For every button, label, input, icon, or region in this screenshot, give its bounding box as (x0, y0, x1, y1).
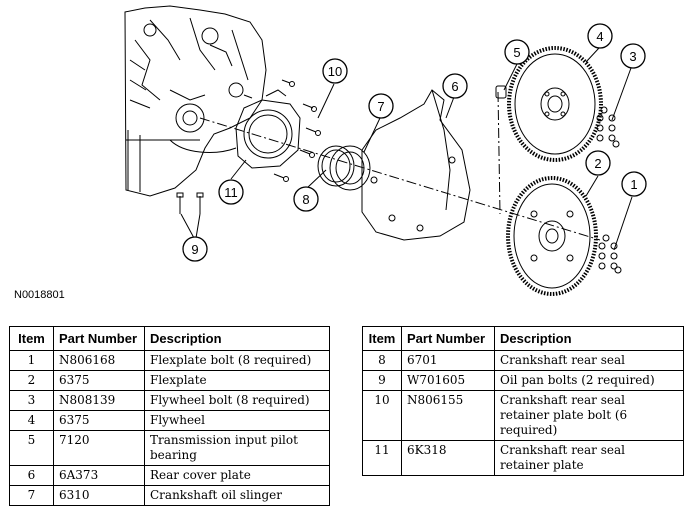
table-row: 3 N808139 Flywheel bolt (8 required) (9, 390, 330, 411)
cell-item: 7 (9, 485, 54, 506)
cell-part-number: 6375 (53, 410, 145, 431)
crankshaft-rear-seal (317, 145, 355, 187)
cell-part-number: N806155 (401, 390, 495, 441)
cell-item: 5 (9, 430, 54, 466)
cell-part-number: 6375 (53, 370, 145, 391)
cell-item: 4 (9, 410, 54, 431)
column-header-part-number: Part Number (53, 326, 145, 351)
cell-description: Oil pan bolts (2 required) (494, 370, 684, 391)
pilot-guide-line (497, 91, 501, 215)
svg-text:6: 6 (451, 79, 458, 94)
parts-table-right: Item Part Number Description 8 6701 Cran… (362, 326, 684, 476)
column-header-description: Description (144, 326, 330, 351)
flywheel (507, 46, 603, 162)
callout-2: 2 (585, 150, 611, 176)
cell-part-number: N806168 (53, 350, 145, 371)
cell-item: 3 (9, 390, 54, 411)
callout-6: 6 (442, 73, 468, 99)
cell-description: Flywheel (144, 410, 330, 431)
table-row: 4 6375 Flywheel (9, 410, 330, 431)
exploded-view-illustration: 1 2 3 4 5 6 7 8 9 10 11 (124, 5, 647, 296)
column-header-item: Item (362, 326, 402, 351)
cell-item: 6 (9, 465, 54, 486)
rear-cover-plate (361, 89, 471, 241)
cell-description: Crankshaft rear seal retainer plate bolt… (494, 390, 684, 441)
cell-item: 10 (362, 390, 402, 441)
table-row: 9 W701605 Oil pan bolts (2 required) (362, 370, 684, 391)
callout-1: 1 (621, 171, 647, 197)
svg-text:7: 7 (377, 99, 384, 114)
column-header-description: Description (494, 326, 684, 351)
parts-table-left: Item Part Number Description 1 N806168 F… (9, 326, 330, 506)
cell-description: Crankshaft oil slinger (144, 485, 330, 506)
cell-description: Flexplate (144, 370, 330, 391)
svg-text:9: 9 (191, 242, 198, 257)
oil-pan-bolts (176, 192, 204, 239)
cell-description: Crankshaft rear seal retainer plate (494, 440, 684, 476)
svg-text:4: 4 (596, 29, 603, 44)
svg-text:5: 5 (513, 45, 520, 60)
crank-centerline (199, 117, 601, 241)
callout-9: 9 (182, 236, 208, 262)
svg-text:8: 8 (302, 192, 309, 207)
cell-part-number: 6310 (53, 485, 145, 506)
table-row: 11 6K318 Crankshaft rear seal retainer p… (362, 440, 684, 476)
retainer-bolts (243, 79, 321, 182)
cell-item: 8 (362, 350, 402, 371)
cell-part-number: 6A373 (53, 465, 145, 486)
cell-part-number: 7120 (53, 430, 145, 466)
callout-4: 4 (587, 23, 613, 49)
callout-5: 5 (504, 39, 530, 65)
cell-description: Flexplate bolt (8 required) (144, 350, 330, 371)
cell-item: 11 (362, 440, 402, 476)
column-header-part-number: Part Number (401, 326, 495, 351)
cell-item: 1 (9, 350, 54, 371)
flexplate-bolts (598, 234, 622, 274)
callout-7: 7 (368, 93, 394, 119)
cell-description: Flywheel bolt (8 required) (144, 390, 330, 411)
callout-10: 10 (322, 58, 348, 84)
svg-text:3: 3 (629, 49, 636, 64)
cell-part-number: 6K318 (401, 440, 495, 476)
pilot-bearing (495, 85, 507, 99)
cell-item: 9 (362, 370, 402, 391)
column-header-item: Item (9, 326, 54, 351)
callout-11: 11 (218, 179, 244, 205)
table-row: 5 7120 Transmission input pilot bearing (9, 430, 330, 466)
table-row: 7 6310 Crankshaft oil slinger (9, 485, 330, 506)
flywheel-bolts (596, 106, 620, 148)
seal-retainer-plate (235, 89, 301, 169)
table-row: 10 N806155 Crankshaft rear seal retainer… (362, 390, 684, 441)
cell-part-number: W701605 (401, 370, 495, 391)
cell-description: Rear cover plate (144, 465, 330, 486)
figure-id-label: N0018801 (14, 289, 65, 301)
flexplate (506, 176, 598, 296)
svg-text:2: 2 (594, 156, 601, 171)
svg-text:11: 11 (224, 185, 238, 200)
table-header-row: Item Part Number Description (362, 326, 684, 351)
callout-leaders (230, 47, 633, 251)
cell-part-number: 6701 (401, 350, 495, 371)
cell-description: Crankshaft rear seal (494, 350, 684, 371)
svg-text:10: 10 (328, 64, 342, 79)
table-row: 6 6A373 Rear cover plate (9, 465, 330, 486)
cell-item: 2 (9, 370, 54, 391)
table-row: 1 N806168 Flexplate bolt (8 required) (9, 350, 330, 371)
table-row: 8 6701 Crankshaft rear seal (362, 350, 684, 371)
engine-block (124, 5, 267, 197)
svg-text:1: 1 (630, 177, 637, 192)
table-header-row: Item Part Number Description (9, 326, 330, 351)
callout-3: 3 (620, 43, 646, 69)
callout-8: 8 (293, 186, 319, 212)
cell-part-number: N808139 (53, 390, 145, 411)
cell-description: Transmission input pilot bearing (144, 430, 330, 466)
table-row: 2 6375 Flexplate (9, 370, 330, 391)
